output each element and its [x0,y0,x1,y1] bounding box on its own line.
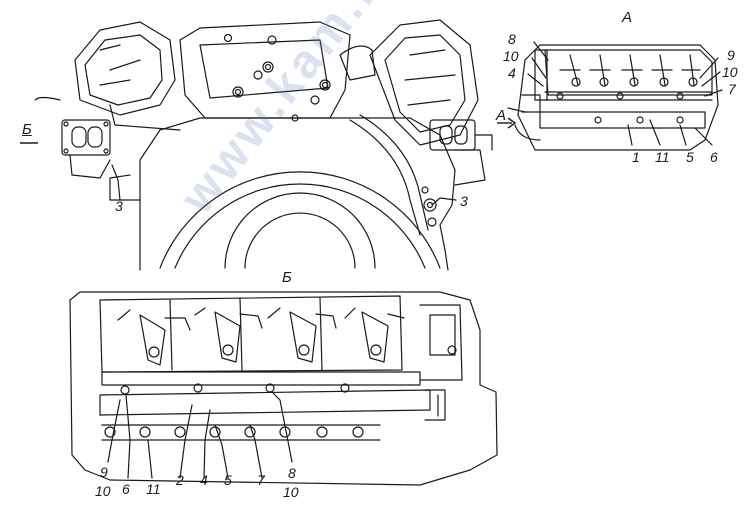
label-a-4: 4 [508,65,516,81]
label-a-11: 11 [655,149,670,165]
view-b-drawing [69,291,498,486]
label-a-10-right: 10 [722,64,738,80]
label-b-11: 11 [146,481,161,497]
label-a-5: 5 [686,149,694,165]
label-a-1: 1 [632,149,640,165]
label-b-10-right: 10 [283,484,299,500]
label-a-10-left: 10 [503,48,519,64]
label-b-8: 8 [288,465,296,481]
label-a-9: 9 [727,47,735,63]
view-b-side-marker: Б [22,121,32,138]
engine-main-view [34,19,493,271]
label-b-4: 4 [200,472,208,488]
label-a-6: 6 [710,149,718,165]
label-b-10-left: 10 [95,483,111,499]
view-a-arrow-marker: А [496,107,507,124]
label-3-right: 3 [460,193,468,209]
label-b-6: 6 [122,481,130,497]
label-b-9: 9 [100,464,108,480]
label-b-5: 5 [224,472,232,488]
label-b-7: 7 [257,472,265,488]
view-b-title: Б [282,269,292,286]
view-a-drawing [507,41,723,151]
view-a-title: А [622,9,633,26]
label-a-8: 8 [508,31,516,47]
label-b-2: 2 [176,472,184,488]
label-3-left: 3 [115,198,123,214]
label-a-7: 7 [728,81,736,97]
section-markers [20,117,517,144]
